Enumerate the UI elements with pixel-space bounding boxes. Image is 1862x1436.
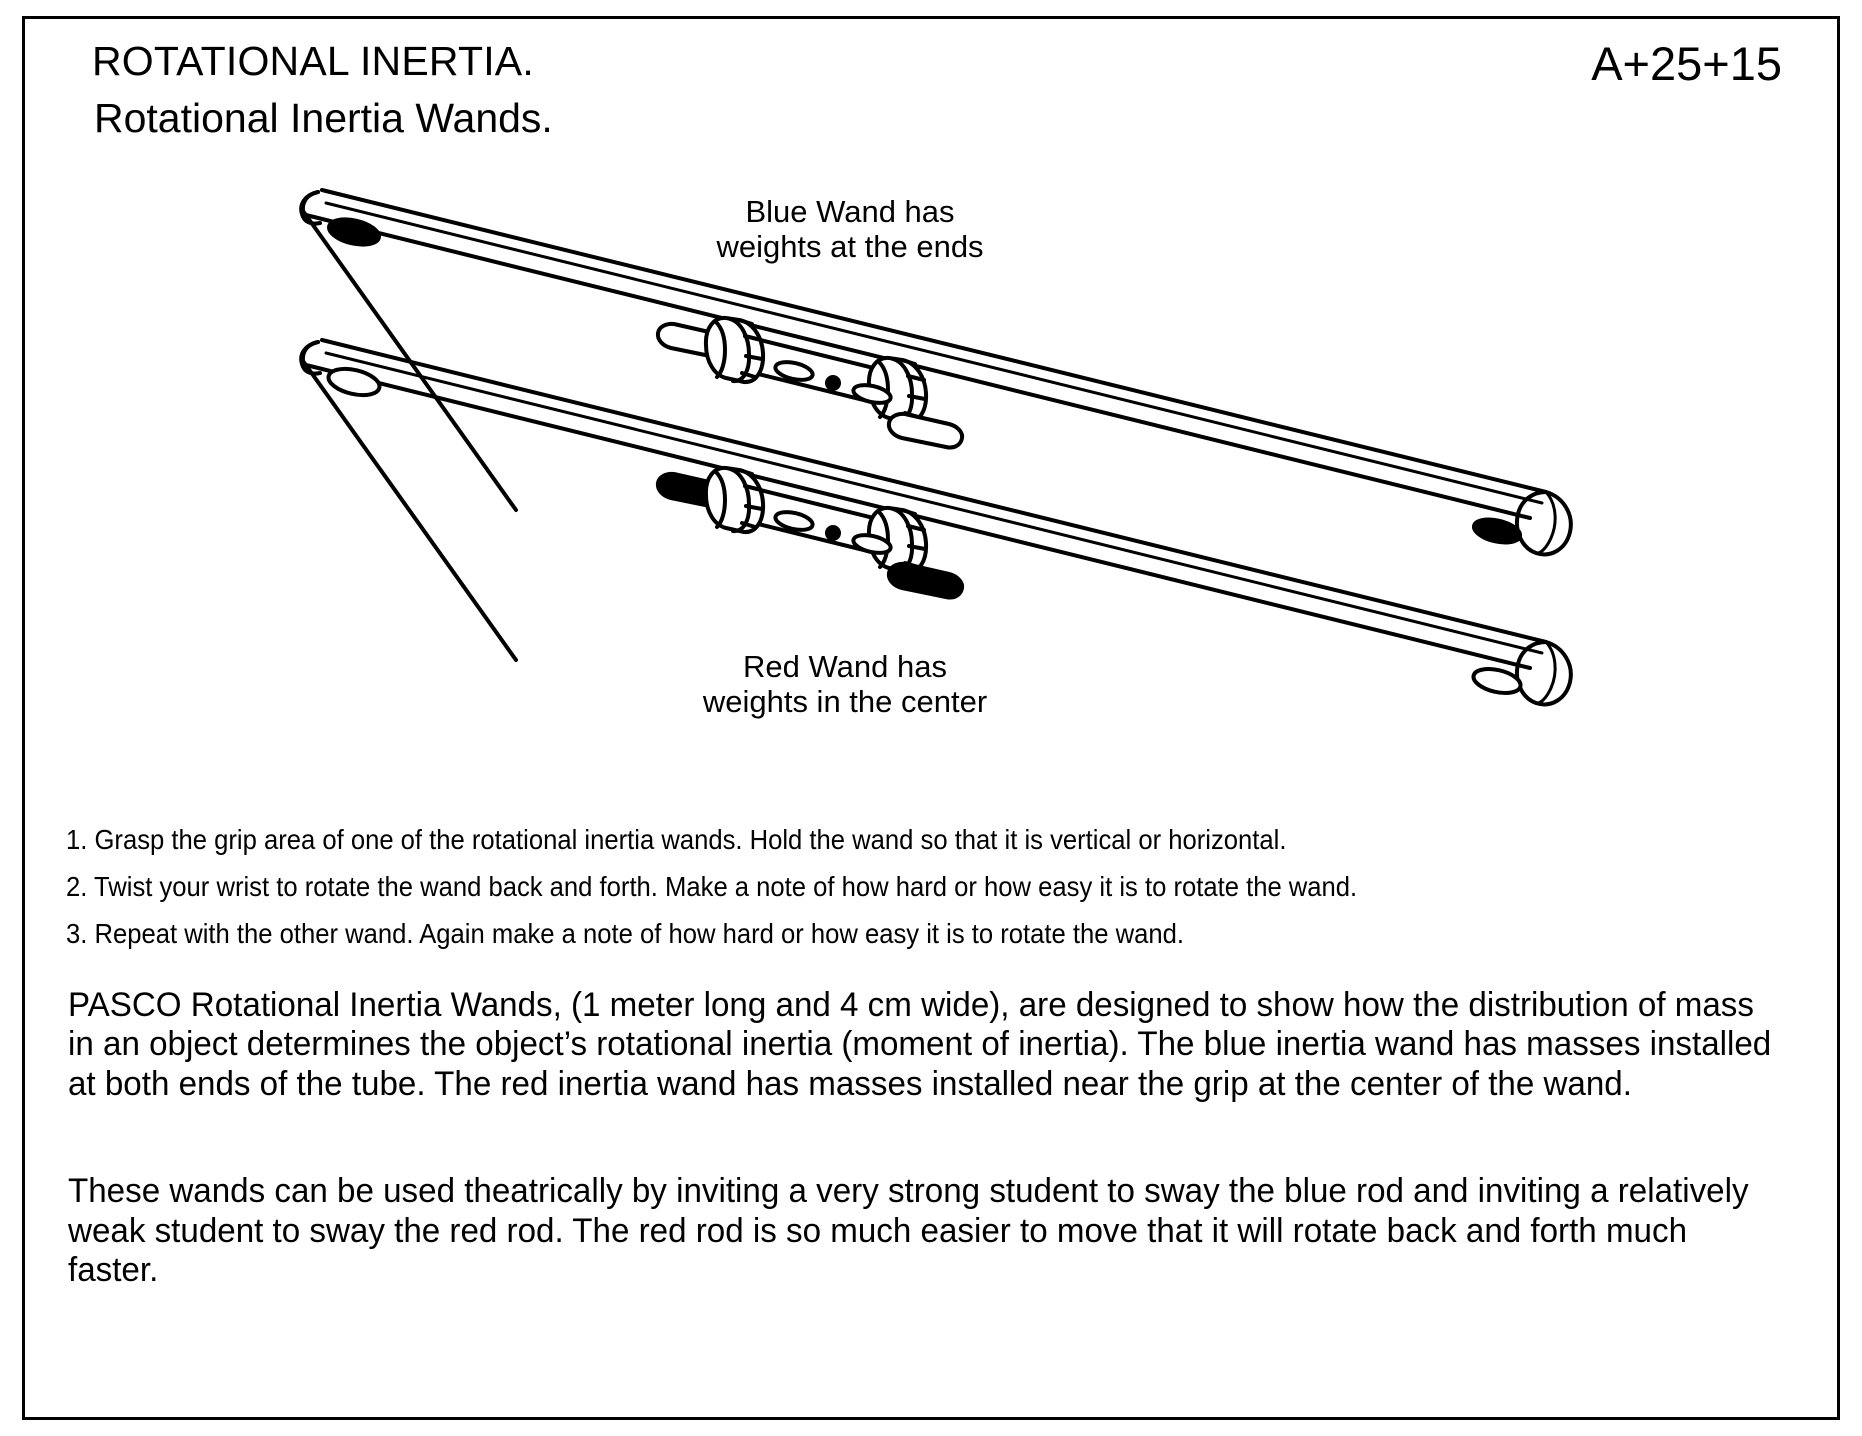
procedure-step: 2. Twist your wrist to rotate the wand b… — [66, 871, 1358, 902]
red-wand-top-edge — [320, 338, 1548, 644]
blue-wand-bottom-edge — [304, 213, 1532, 520]
red-wand-right-inner-ellipse — [1534, 640, 1557, 705]
blue-wand-highlight — [324, 201, 1544, 505]
blue-wand-caption: Blue Wand has weights at the ends — [716, 194, 984, 264]
blue-wand-left-collar — [703, 315, 766, 385]
blue-grip-hole-2 — [851, 383, 893, 405]
blue-grip-hole-1 — [773, 360, 815, 382]
red-grip-hole-1 — [773, 510, 815, 532]
body-text: PASCO Rotational Inertia Wands, (1 meter… — [68, 986, 1828, 1291]
wand-illustration-svg — [299, 188, 1573, 707]
page-header: ROTATIONAL INERTIA. A+25+15 Rotational I… — [92, 37, 1782, 158]
page-subtitle: Rotational Inertia Wands. — [94, 95, 553, 141]
red-wand-left-end — [299, 340, 322, 376]
red-grip-hole-center — [825, 525, 841, 541]
demonstration-paragraph: These wands can be used theatrically by … — [68, 1172, 1749, 1290]
blue-wand-left-weight-slot — [327, 217, 381, 247]
blue-wand-top-edge — [320, 188, 1548, 494]
page-title: ROTATIONAL INERTIA. — [92, 38, 534, 84]
procedure-step: 3. Repeat with the other wand. Again mak… — [66, 918, 1184, 949]
red-wand-left-collar — [703, 465, 766, 535]
red-wand-bottom-edge — [304, 363, 1532, 670]
catalog-code: A+25+15 — [1591, 37, 1782, 90]
red-grip-hole-2 — [851, 533, 893, 555]
blue-wand — [299, 188, 1573, 557]
wand-diagram: Blue Wand has weights at the ends Red Wa… — [0, 170, 1862, 810]
red-wand-highlight — [324, 351, 1544, 655]
blue-wand-right-inner-ellipse — [1534, 490, 1557, 555]
blue-wand-left-end — [299, 190, 322, 226]
procedure-steps: 1. Grasp the grip area of one of the rot… — [66, 826, 1806, 967]
description-paragraph: PASCO Rotational Inertia Wands, (1 meter… — [68, 986, 1772, 1103]
red-wand-right-end-ellipse — [1515, 640, 1573, 707]
blue-wand-slot-right — [886, 411, 965, 450]
blue-grip-hole-center — [825, 375, 841, 391]
procedure-step: 1. Grasp the grip area of one of the rot… — [66, 824, 1287, 855]
red-wand-right-collar — [866, 505, 929, 575]
blue-wand-right-end-ellipse — [1515, 490, 1573, 557]
red-wand — [299, 338, 1573, 707]
red-wand-caption: Red Wand has weights in the center — [702, 649, 988, 719]
red-wand-right-weight-slot — [886, 561, 965, 600]
red-wand-right-empty-slot — [1471, 666, 1523, 696]
blue-wand-right-weight-slot — [1471, 517, 1523, 545]
red-wand-left-empty-slot — [326, 366, 382, 398]
